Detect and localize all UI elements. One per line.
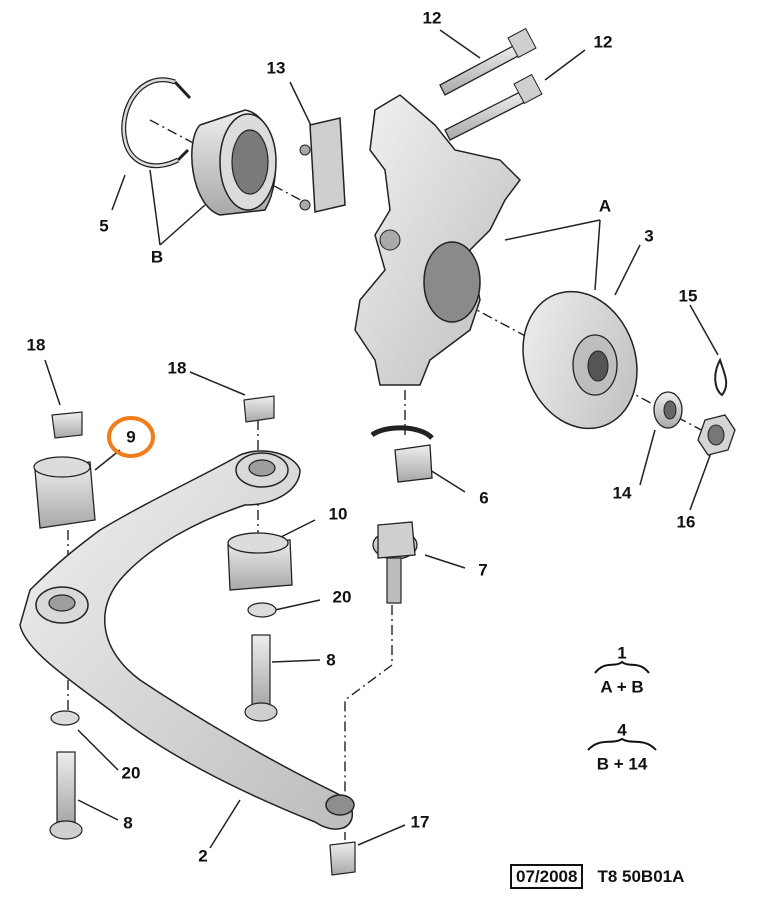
- callout-10: 10: [328, 504, 348, 524]
- circlip: [121, 77, 192, 169]
- footer-date: 07/2008: [510, 864, 584, 889]
- callout-16: 16: [676, 512, 696, 532]
- callout-14: 14: [612, 483, 632, 503]
- callout-12-upper: 12: [422, 8, 442, 28]
- ball-joint: [370, 425, 434, 604]
- callout-15: 15: [678, 286, 698, 306]
- callout-2: 2: [198, 846, 208, 866]
- bushings: [33, 395, 356, 876]
- callout-18-right: 18: [167, 358, 187, 378]
- callout-17: 17: [410, 812, 430, 832]
- callout-5: 5: [99, 216, 109, 236]
- callout-8-right: 8: [326, 650, 336, 670]
- steering-knuckle: [354, 94, 521, 386]
- callout-20-right: 20: [332, 587, 352, 607]
- legend-kit-1-contents: A + B: [600, 677, 644, 697]
- callout-12-lower: 12: [593, 32, 613, 52]
- control-arm: [19, 450, 355, 830]
- callout-13: 13: [266, 58, 286, 78]
- footer-stamp: 07/2008 T8 50B01A: [510, 864, 685, 889]
- callout-8-left: 8: [123, 813, 133, 833]
- callout-3: 3: [644, 226, 654, 246]
- knuckle-bolts: [439, 27, 543, 141]
- callout-9: 9: [126, 427, 136, 447]
- callout-B: B: [150, 247, 164, 267]
- legend-brace-1: [594, 660, 650, 674]
- callout-20-left: 20: [121, 763, 141, 783]
- legend-kit-4-number: 4: [617, 720, 627, 740]
- callout-A: A: [598, 196, 612, 216]
- callout-18-left: 18: [26, 335, 46, 355]
- legend-kit-1-number: 1: [617, 643, 627, 663]
- highlight-ring: [107, 416, 155, 458]
- footer-reference: T8 50B01A: [597, 867, 685, 886]
- callout-6: 6: [479, 488, 489, 508]
- wheel-hub: [522, 290, 638, 430]
- callout-7: 7: [478, 560, 488, 580]
- hub-hardware: [653, 357, 736, 456]
- legend-kit-4-contents: B + 14: [596, 754, 648, 774]
- legend-brace-4: [587, 737, 657, 751]
- wheel-bearing: [191, 109, 277, 216]
- splash-shield: [299, 117, 346, 213]
- arm-bolts: [49, 602, 278, 840]
